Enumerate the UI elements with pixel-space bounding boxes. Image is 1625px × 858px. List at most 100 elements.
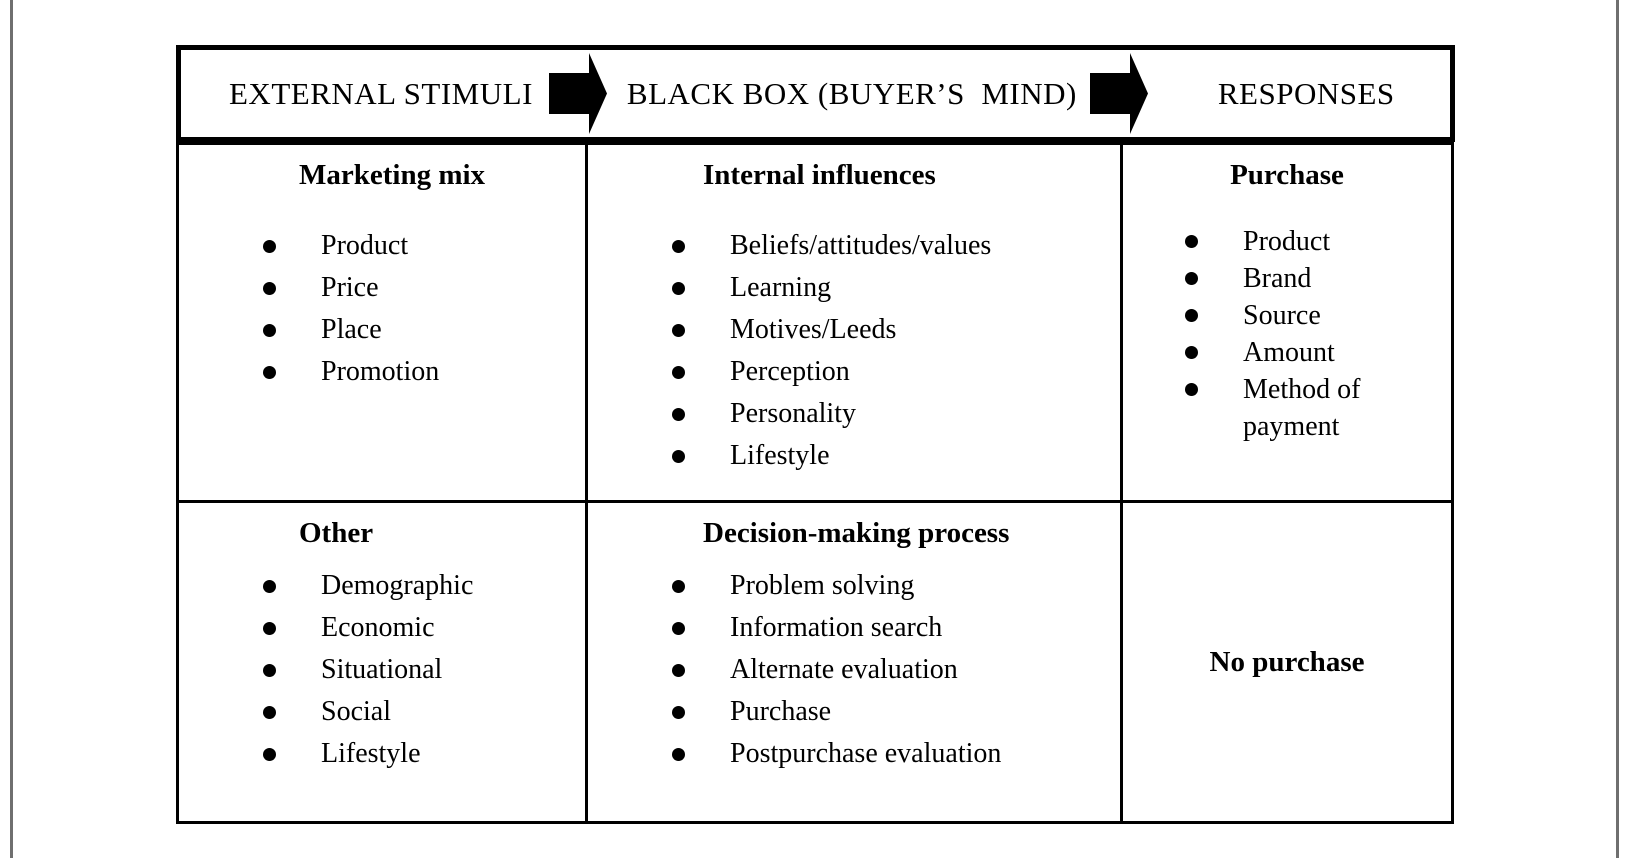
- list-item-text: Source: [1243, 300, 1321, 331]
- list-item: Demographic: [179, 565, 585, 607]
- cell-title-decision-making: Decision-making process: [703, 517, 1010, 549]
- bullet-icon: [672, 351, 730, 393]
- block-arrow-right-icon: [548, 53, 607, 134]
- bullet-icon: [672, 225, 730, 267]
- cell-title-marketing-mix: Marketing mix: [299, 159, 486, 191]
- bullet-list: Demographic Economic Situational Social …: [179, 565, 585, 775]
- list-item-text: Method of payment: [1243, 374, 1361, 442]
- list-item: Perception: [588, 351, 1120, 393]
- cell-decision-making: Decision-making process Problem solving …: [588, 503, 1123, 821]
- list-item-text: Brand: [1243, 263, 1312, 294]
- list-item-text: Product: [1243, 226, 1331, 257]
- list-item: Learning: [588, 267, 1120, 309]
- list-item: Lifestyle: [179, 733, 585, 775]
- list-item: Beliefs/attitudes/values: [588, 225, 1120, 267]
- list-item: Motives/Leeds: [588, 309, 1120, 351]
- cell-purchase: Purchase Product Brand Source Amount Met…: [1123, 145, 1451, 503]
- list-item-text: Information search: [730, 612, 943, 643]
- bullet-icon: [263, 225, 321, 267]
- list-item: Product: [179, 225, 585, 267]
- bullet-icon: [263, 309, 321, 351]
- cell-title-no-purchase: No purchase: [1209, 646, 1365, 678]
- block-arrow-right-icon: [1089, 53, 1148, 134]
- header-black-box: BLACK BOX (BUYER’S MIND): [626, 75, 1077, 111]
- bullet-icon: [672, 393, 730, 435]
- cell-title-internal-influences: Internal influences: [703, 159, 936, 191]
- list-item: Information search: [588, 607, 1120, 649]
- list-item-text: Place: [321, 314, 382, 345]
- list-item: Personality: [588, 393, 1120, 435]
- bullet-icon: [672, 435, 730, 477]
- list-item-text: Economic: [321, 612, 435, 643]
- cell-other: Other Demographic Economic Situational S…: [179, 503, 588, 821]
- list-item-text: Demographic: [321, 570, 474, 601]
- list-item: Purchase: [588, 691, 1120, 733]
- list-item: Amount: [1123, 334, 1451, 371]
- header-responses: RESPONSES: [1217, 75, 1395, 111]
- bullet-icon: [263, 267, 321, 309]
- bullet-icon: [1185, 334, 1243, 371]
- bullet-icon: [672, 691, 730, 733]
- list-item-text: Promotion: [321, 356, 440, 387]
- list-item-text: Beliefs/attitudes/values: [730, 230, 992, 261]
- page-edge-left: [10, 0, 13, 858]
- list-item-text: Purchase: [730, 696, 832, 727]
- bullet-icon: [1185, 371, 1243, 408]
- bullet-icon: [263, 607, 321, 649]
- bullet-icon: [263, 565, 321, 607]
- list-item: Social: [179, 691, 585, 733]
- list-item: Lifestyle: [588, 435, 1120, 477]
- list-item-text: Product: [321, 230, 409, 261]
- list-item: Price: [179, 267, 585, 309]
- list-item-text: Lifestyle: [730, 440, 830, 471]
- list-item-text: Problem solving: [730, 570, 915, 601]
- list-item-text: Social: [321, 696, 391, 727]
- cell-no-purchase: No purchase: [1123, 503, 1451, 821]
- list-item-text: Price: [321, 272, 379, 303]
- list-item-text: Situational: [321, 654, 443, 685]
- list-item: Economic: [179, 607, 585, 649]
- list-item: Alternate evaluation: [588, 649, 1120, 691]
- list-item: Postpurchase evaluation: [588, 733, 1120, 775]
- list-item-text: Alternate evaluation: [730, 654, 958, 685]
- list-item-text: Lifestyle: [321, 738, 421, 769]
- list-item-text: Motives/Leeds: [730, 314, 897, 345]
- cell-marketing-mix: Marketing mix Product Price Place Promot…: [179, 145, 588, 503]
- bullet-icon: [672, 733, 730, 775]
- bullet-icon: [672, 267, 730, 309]
- list-item: Situational: [179, 649, 585, 691]
- bullet-icon: [672, 607, 730, 649]
- list-item: Method of payment: [1123, 371, 1451, 445]
- header-external-stimuli: EXTERNAL STIMULI: [229, 75, 533, 111]
- list-item: Promotion: [179, 351, 585, 393]
- header-strip: EXTERNAL STIMULI BLACK BOX (BUYER’S MIND…: [176, 45, 1455, 142]
- list-item: Product: [1123, 223, 1451, 260]
- cell-internal-influences: Internal influences Beliefs/attitudes/va…: [588, 145, 1123, 503]
- list-item-text: Postpurchase evaluation: [730, 738, 1002, 769]
- bullet-icon: [263, 649, 321, 691]
- list-item: Source: [1123, 297, 1451, 334]
- list-item-text: Personality: [730, 398, 856, 429]
- bullet-icon: [672, 649, 730, 691]
- list-item-text: Learning: [730, 272, 832, 303]
- bullet-list: Beliefs/attitudes/values Learning Motive…: [588, 225, 1120, 477]
- bullet-list: Problem solving Information search Alter…: [588, 565, 1120, 775]
- buyer-behavior-diagram: EXTERNAL STIMULI BLACK BOX (BUYER’S MIND…: [176, 45, 1455, 824]
- list-item: Brand: [1123, 260, 1451, 297]
- bullet-icon: [263, 691, 321, 733]
- cell-title-other: Other: [299, 517, 374, 549]
- bullet-list: Product Brand Source Amount Method of pa…: [1123, 223, 1451, 445]
- list-item-text: Amount: [1243, 337, 1335, 368]
- bullet-icon: [1185, 297, 1243, 334]
- list-item-text: Perception: [730, 356, 850, 387]
- cell-title-purchase: Purchase: [1230, 159, 1344, 191]
- bullet-icon: [263, 733, 321, 775]
- bullet-icon: [263, 351, 321, 393]
- stimuli-response-table: Marketing mix Product Price Place Promot…: [176, 142, 1454, 824]
- page-edge-right: [1616, 0, 1619, 858]
- bullet-icon: [1185, 223, 1243, 260]
- bullet-list: Product Price Place Promotion: [179, 225, 585, 393]
- bullet-icon: [672, 565, 730, 607]
- list-item: Place: [179, 309, 585, 351]
- bullet-icon: [672, 309, 730, 351]
